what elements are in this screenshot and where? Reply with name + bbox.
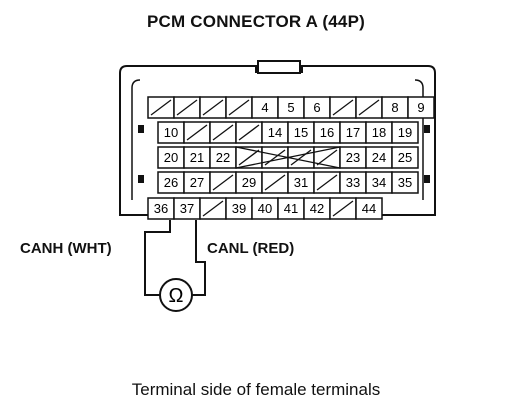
side-key-right-2 [424,175,430,183]
unused-terminal-slash [150,99,172,116]
unused-terminal-slash [316,174,338,191]
terminal-label: 20 [164,150,178,165]
terminal-label: 21 [190,150,204,165]
terminal-label: 15 [294,125,308,140]
connector-title: PCM CONNECTOR A (44P) [147,12,365,31]
unused-terminal-slash [332,99,354,116]
terminal-label: 14 [268,125,282,140]
unused-terminal-slash [238,124,260,141]
unused-terminal-slash [202,200,224,217]
terminal-grid: 4 5 6 8 9 10 14 15 16 17 18 19 20 21 22 23 24 25 26 27 29 31 3… [147,96,435,220]
unused-terminal-slash [264,149,286,166]
terminal-label: 16 [320,125,334,140]
terminal-label: 29 [242,175,256,190]
terminal-label: 36 [154,201,168,216]
terminal-label: 34 [372,175,386,190]
unused-terminal-slash [186,124,208,141]
terminal-label: 35 [398,175,412,190]
terminal-label: 40 [258,201,272,216]
terminal-label: 9 [417,100,424,115]
terminal-label: 23 [346,150,360,165]
terminal-label: 25 [398,150,412,165]
canl-label: CANL (RED) [207,240,295,257]
terminal-label: 18 [372,125,386,140]
unused-terminal-slash [212,124,234,141]
terminal-label: 24 [372,150,386,165]
terminal-label: 27 [190,175,204,190]
terminal-cell-25 [391,146,419,169]
terminal-label: 39 [232,201,246,216]
terminal-label: 22 [216,150,230,165]
terminal-label: 6 [313,100,320,115]
terminal-cell-9 [407,96,435,119]
terminal-cell-35 [391,171,419,194]
unused-terminal-slash [202,99,224,116]
blocked-cavity-cross [235,146,341,169]
terminal-label: 37 [180,201,194,216]
connector-housing [119,65,436,216]
side-key-left-1 [138,125,144,133]
unused-terminal-slash [228,99,250,116]
caption: Terminal side of female terminals [131,380,381,399]
unused-terminal-slash [176,99,198,116]
inner-wall-right [414,79,424,200]
unused-terminal-slash [212,174,234,191]
unused-terminal-slash [316,149,338,166]
terminal-label: 26 [164,175,178,190]
terminal-label: 10 [164,125,178,140]
terminal-label: 4 [261,100,268,115]
terminal-label: 44 [362,201,376,216]
terminal-cell-19 [391,121,419,144]
canh-label: CANH (WHT) [20,240,112,257]
canh-wire [144,220,171,296]
side-key-left-2 [138,175,144,183]
unused-terminal-slash [358,99,380,116]
side-key-right-1 [424,125,430,133]
terminal-label: 8 [391,100,398,115]
terminal-label: 17 [346,125,360,140]
terminal-label: 5 [287,100,294,115]
inner-wall-left [131,79,141,200]
terminal-label: 31 [294,175,308,190]
terminal-label: 19 [398,125,412,140]
ohm-symbol: Ω [169,285,184,307]
unused-terminal-slash [332,200,354,217]
locking-tab [257,60,301,74]
terminal-cell-44 [355,197,383,220]
unused-terminal-slash [264,174,286,191]
terminal-label: 42 [310,201,324,216]
canl-wire [192,220,206,296]
unused-terminal-slash [290,149,312,166]
unused-terminal-slash [238,149,260,166]
ohmmeter [159,278,193,312]
terminal-label: 33 [346,175,360,190]
terminal-label: 41 [284,201,298,216]
